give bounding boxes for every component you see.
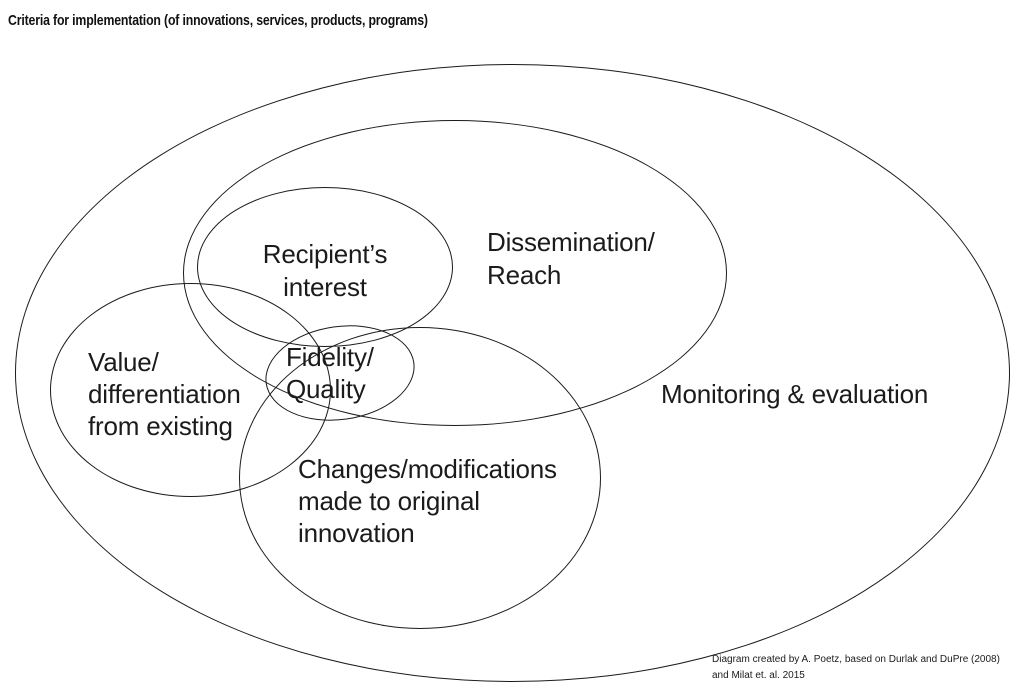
- monitoring-evaluation-ellipse: [15, 64, 1010, 682]
- value-differentiation-label: Value/ differentiation from existing: [88, 347, 241, 441]
- monitoring-evaluation-label: Monitoring & evaluation: [661, 379, 929, 409]
- recipients-interest-ellipse: [197, 187, 453, 347]
- fidelity-quality-label: Fidelity/ Quality: [286, 342, 374, 404]
- page-title: Criteria for implementation (of innovati…: [8, 12, 428, 29]
- changes-modifications-ellipse: [239, 327, 601, 629]
- changes-modifications-label: Changes/modifications made to original i…: [298, 454, 557, 548]
- dissemination-reach-label: Dissemination/ Reach: [487, 227, 655, 290]
- attribution-note: Diagram created by A. Poetz, based on Du…: [712, 654, 1000, 681]
- recipients-interest-label: Recipient’s interest: [262, 239, 388, 302]
